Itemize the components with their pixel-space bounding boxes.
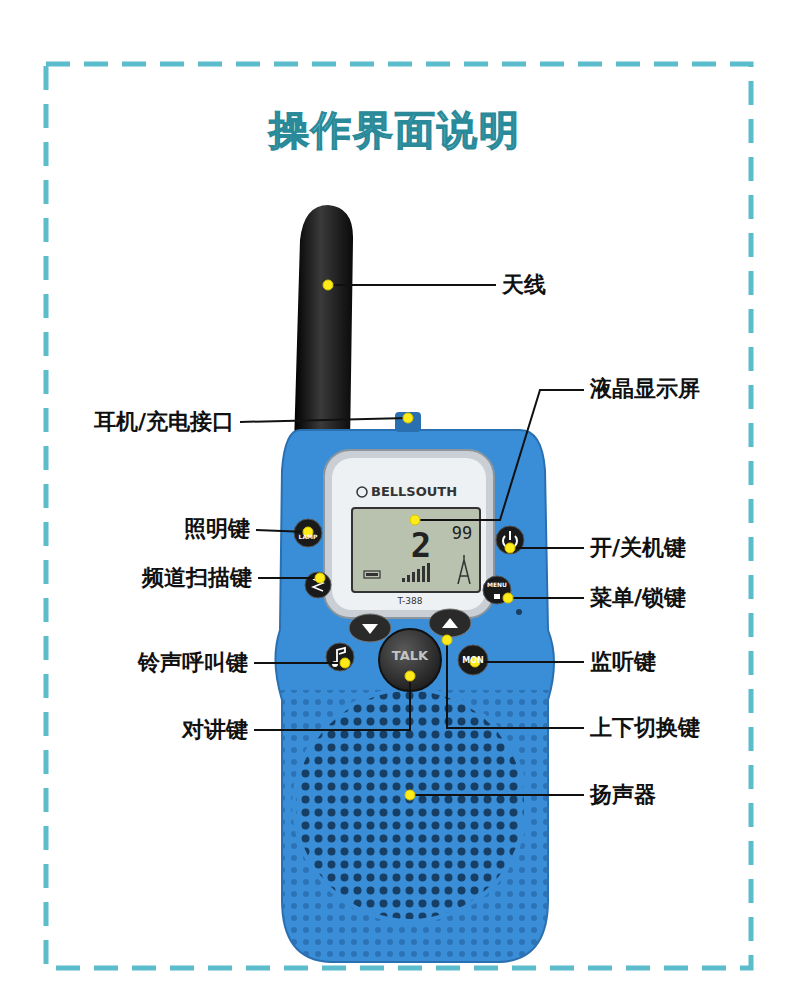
page-title: 操作界面说明	[269, 103, 521, 158]
part-label: 监听键	[590, 649, 656, 674]
part-label: 铃声呼叫键	[138, 650, 248, 675]
down-button	[349, 614, 391, 642]
face-inner	[332, 458, 486, 610]
battery-icon	[364, 571, 380, 578]
part-label: 扬声器	[590, 782, 656, 807]
part-label: 天线	[502, 272, 546, 297]
callout-dots	[303, 280, 515, 800]
part-label: 对讲键	[182, 717, 248, 742]
tower-icon	[458, 555, 470, 584]
button-text: MON	[462, 656, 483, 665]
button-text: LAMP	[299, 534, 318, 541]
signal-bars	[402, 563, 430, 582]
part-label: 菜单/锁键	[590, 585, 686, 610]
button-text: MENU	[487, 582, 507, 589]
brand-logo	[357, 487, 367, 497]
part-label: 频道扫描键	[142, 565, 252, 590]
button-text: TALK	[392, 649, 428, 664]
part-label: 上下切换键	[590, 715, 700, 740]
up-button	[429, 609, 471, 637]
scan-button	[305, 572, 331, 598]
earphone-jack-cover	[395, 412, 421, 432]
power-button	[496, 526, 524, 554]
model-number: T-388	[397, 596, 422, 606]
lamp-button	[294, 519, 322, 547]
call-button	[326, 643, 354, 671]
antenna	[294, 205, 353, 445]
lcd-digit: 99	[452, 524, 472, 544]
part-label: 液晶显示屏	[590, 376, 700, 401]
monitor-button	[458, 645, 488, 675]
dashed-frame	[46, 64, 751, 968]
face-panel	[324, 450, 494, 618]
part-label: 耳机/充电接口	[94, 409, 234, 434]
brand-name: BELLSOUTH	[371, 485, 457, 500]
leader-lines	[240, 285, 584, 795]
part-label: 照明键	[184, 516, 250, 541]
lcd-digit: 2	[411, 526, 431, 565]
mic-hole	[516, 609, 522, 615]
part-label: 开/关机键	[590, 535, 686, 560]
